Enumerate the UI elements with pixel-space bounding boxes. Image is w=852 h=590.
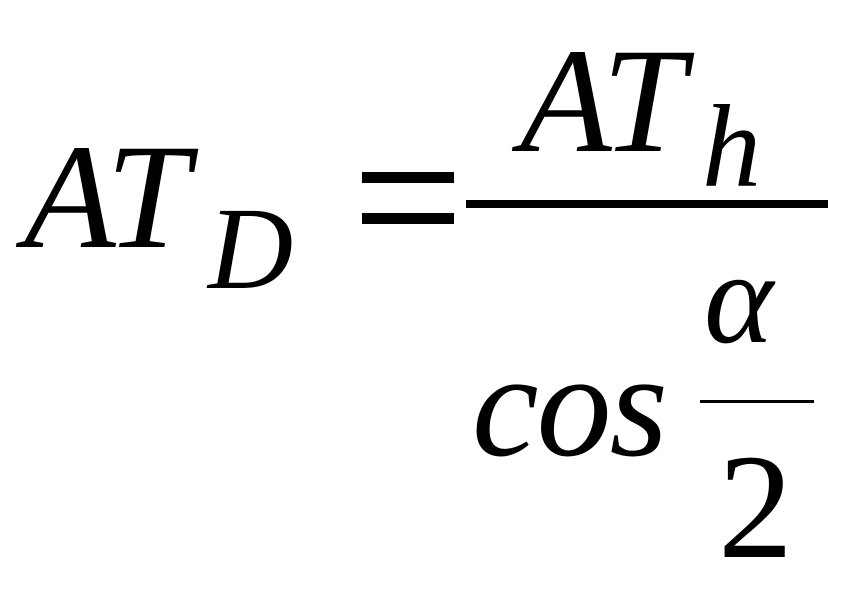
lhs-base-text: AT	[24, 114, 189, 280]
argument-fraction-bar	[700, 400, 814, 403]
equals-sign-top-bar	[362, 172, 454, 183]
equals-sign-bottom-bar	[362, 213, 454, 224]
lhs-subscript-text: D	[208, 183, 294, 314]
main-fraction-bar	[466, 200, 828, 208]
alpha-symbol: α	[704, 224, 774, 371]
cos-function-text: cos	[472, 322, 668, 488]
argument-denominator-number: 2	[718, 424, 793, 590]
numerator-subscript-text: h	[702, 81, 761, 212]
numerator-base-text: AT	[520, 18, 685, 184]
